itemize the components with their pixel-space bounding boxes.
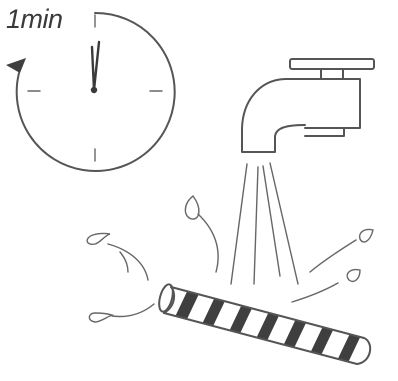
timer-label: 1min xyxy=(6,2,63,36)
clock-icon xyxy=(6,13,175,171)
brush-roll-icon xyxy=(157,283,371,364)
water-stream xyxy=(231,163,298,284)
faucet-icon xyxy=(242,59,374,152)
